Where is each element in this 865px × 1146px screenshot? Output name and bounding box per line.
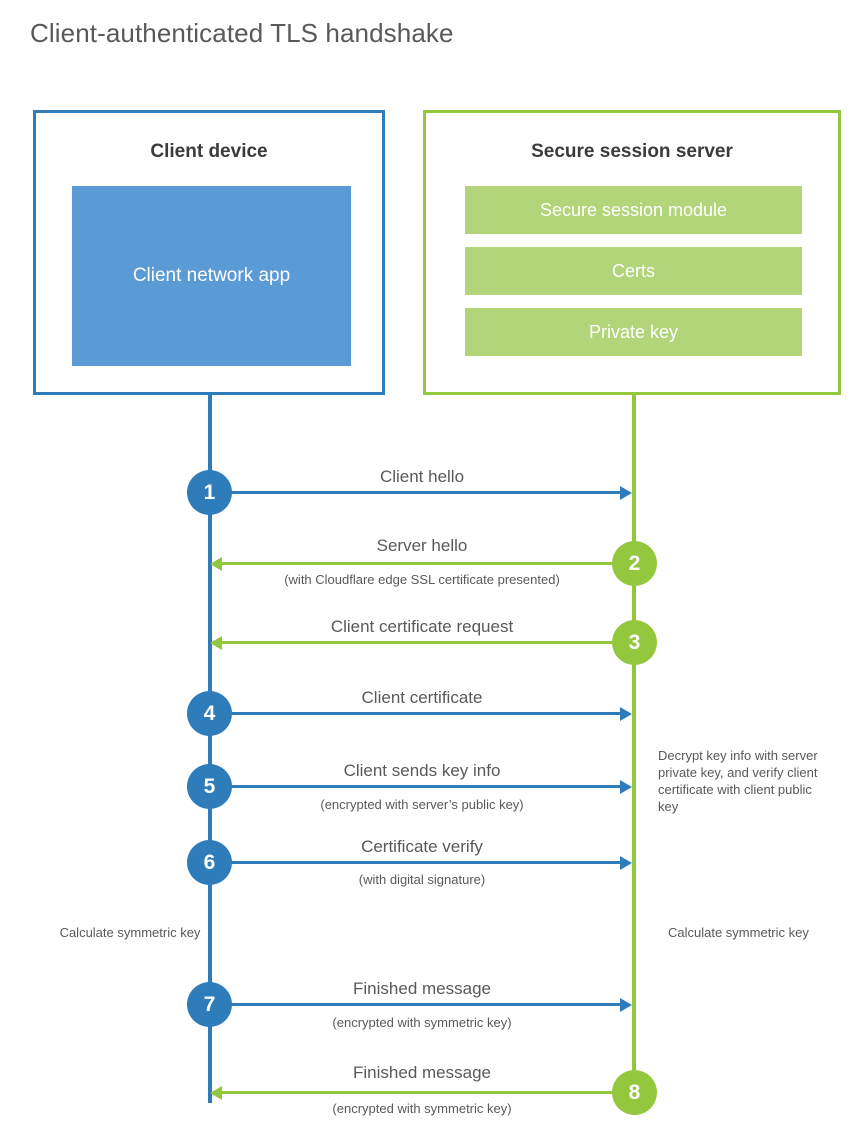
step-1-marker: 1	[187, 470, 232, 515]
secure-session-server-box: Secure session server Secure session mod…	[423, 110, 841, 395]
step-4-arrow-head	[620, 706, 632, 721]
server-lifeline	[632, 394, 636, 1093]
client-network-app-block: Client network app	[72, 186, 351, 366]
step-5-arrow-line	[210, 785, 622, 788]
server-decrypt-annotation: Decrypt key info with server private key…	[658, 748, 818, 814]
step-6-marker: 6	[187, 840, 232, 885]
server-component-certs: Certs	[465, 247, 802, 295]
client-calculate-symmetric-key-annotation: Calculate symmetric key	[59, 925, 201, 940]
step-8-arrow-head	[210, 1085, 222, 1100]
client-device-box: Client device Client network app	[33, 110, 385, 395]
client-device-title: Client device	[150, 141, 268, 162]
step-7-arrow-line	[210, 1003, 622, 1006]
step-6-sublabel: (with digital signature)	[358, 872, 486, 887]
step-8-sublabel: (encrypted with symmetric key)	[332, 1101, 512, 1116]
step-6-arrow-line	[210, 861, 622, 864]
step-7-label: Finished message	[353, 979, 491, 998]
step-4-label: Client certificate	[361, 688, 483, 707]
step-2-label: Server hello	[376, 536, 468, 555]
step-6-label: Certificate verify	[361, 837, 483, 856]
server-components-list: Secure session module Certs Private key	[465, 186, 802, 356]
step-3-marker: 3	[612, 620, 657, 665]
step-2-arrow-head	[210, 556, 222, 571]
step-7-sublabel: (encrypted with symmetric key)	[332, 1015, 512, 1030]
step-7-arrow-head	[620, 997, 632, 1012]
step-2-sublabel: (with Cloudflare edge SSL certificate pr…	[284, 572, 560, 587]
server-calculate-symmetric-key-annotation: Calculate symmetric key	[668, 925, 809, 940]
server-component-private-key: Private key	[465, 308, 802, 356]
step-3-arrow-line	[222, 641, 634, 644]
step-5-label: Client sends key info	[343, 761, 501, 780]
step-7-marker: 7	[187, 982, 232, 1027]
step-2-marker: 2	[612, 541, 657, 586]
step-8-arrow-line	[222, 1091, 634, 1094]
client-lifeline	[208, 394, 212, 1103]
step-2-arrow-line	[222, 562, 634, 565]
step-1-label: Client hello	[379, 467, 465, 486]
step-6-arrow-head	[620, 855, 632, 870]
step-5-arrow-head	[620, 779, 632, 794]
step-1-arrow-head	[620, 485, 632, 500]
step-4-marker: 4	[187, 691, 232, 736]
step-3-label: Client certificate request	[330, 617, 514, 636]
page-title: Client-authenticated TLS handshake	[30, 18, 454, 48]
step-8-label: Finished message	[353, 1063, 491, 1082]
step-5-sublabel: (encrypted with server’s public key)	[320, 797, 524, 812]
secure-session-server-title: Secure session server	[531, 141, 733, 162]
step-4-arrow-line	[210, 712, 622, 715]
step-1-arrow-line	[210, 491, 622, 494]
step-8-marker: 8	[612, 1070, 657, 1115]
server-component-secure-session-module: Secure session module	[465, 186, 802, 234]
step-5-marker: 5	[187, 764, 232, 809]
step-3-arrow-head	[210, 635, 222, 650]
